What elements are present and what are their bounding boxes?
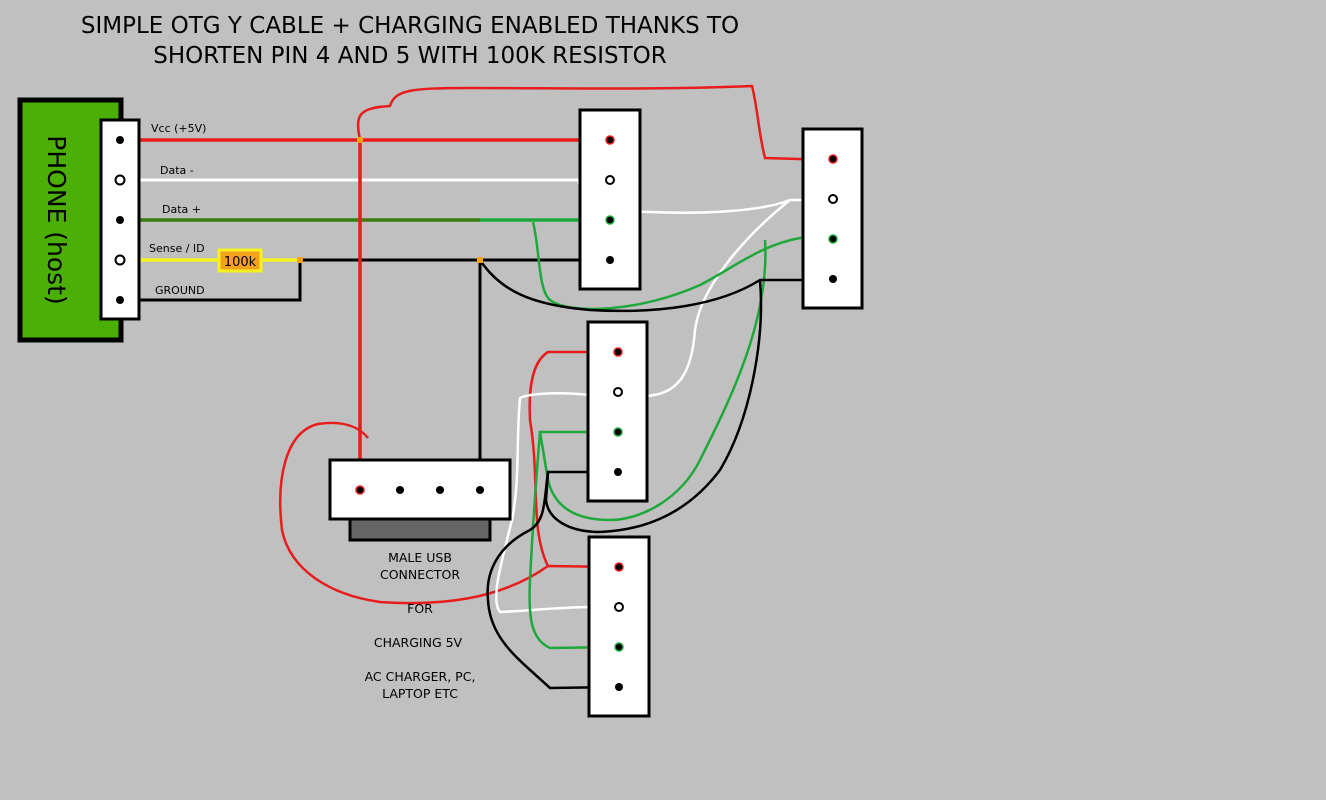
pin-label-data-minus: Data - — [160, 164, 194, 177]
male-usb-pin-2 — [396, 486, 404, 494]
phone-pin-3 — [115, 215, 125, 225]
data-minus-to-fourth-connector — [495, 392, 619, 614]
resistor-junction — [297, 257, 303, 263]
connector-3-pin-1 — [613, 347, 623, 357]
connector-2 — [801, 127, 864, 310]
connector-3-pin-4 — [614, 468, 622, 476]
vcc-to-third-connector — [528, 350, 618, 567]
data-plus-to-third-connector — [538, 239, 767, 522]
ground-to-second-connector — [478, 259, 833, 313]
pin-label-ground: GROUND — [155, 284, 205, 297]
connector-4-pin-2 — [614, 602, 624, 612]
connector-1-pin-2 — [605, 175, 615, 185]
connector-3-pin-2 — [613, 387, 623, 397]
diagram-title-line-2: SHORTEN PIN 4 AND 5 WITH 100K RESISTOR — [153, 43, 667, 69]
phone-label: PHONE (host) — [42, 135, 71, 304]
connector-4-pin-1 — [614, 562, 624, 572]
pin-label-sense: Sense / ID — [149, 242, 205, 255]
usb-label-line-1: MALE USB — [388, 550, 452, 565]
connector-2-pin-2 — [828, 194, 838, 204]
phone-pin-2 — [114, 174, 126, 186]
phone-pin-4 — [114, 254, 126, 266]
connector-1-pin-3 — [605, 215, 615, 225]
connector-3-pin-3 — [613, 427, 623, 437]
connector-3 — [586, 320, 649, 503]
ground-junction — [477, 257, 483, 263]
usb-label-line-6: LAPTOP ETC — [382, 686, 458, 701]
diagram-title-line-1: SIMPLE OTG Y CABLE + CHARGING ENABLED TH… — [81, 13, 739, 39]
data-minus-to-third-connector — [617, 199, 791, 398]
usb-vcc-loop — [279, 421, 619, 605]
connector-2-pin-3 — [828, 234, 838, 244]
usb-label-line-5: AC CHARGER, PC, — [365, 669, 476, 684]
connector-1-pin-4 — [606, 256, 614, 264]
connector-4 — [587, 535, 651, 718]
vcc-junction — [357, 137, 363, 143]
male-usb-pin-4 — [476, 486, 484, 494]
male-usb-pin-3 — [436, 486, 444, 494]
ground-wire — [120, 260, 302, 302]
connector-1-pin-1 — [605, 135, 615, 145]
pin-label-data-plus: Data + — [162, 203, 201, 216]
resistor-100k: 100k — [217, 248, 263, 273]
resistor-body — [217, 248, 263, 273]
phone-pin-5 — [115, 295, 125, 305]
male-usb-pin-1 — [355, 485, 365, 495]
male-usb-connector — [328, 458, 512, 542]
connector-4-pin-3 — [614, 642, 624, 652]
connector-4-pin-4 — [615, 683, 623, 691]
connector-2-pin-1 — [828, 154, 838, 164]
data-plus-to-fourth-connector — [528, 431, 619, 650]
pin-label-vcc: Vcc (+5V) — [151, 122, 206, 135]
phone-pin-1 — [115, 135, 125, 145]
phone-host: PHONE (host) — [17, 97, 141, 343]
data-plus-to-second-connector — [531, 221, 834, 311]
usb-label-line-2: CONNECTOR — [380, 567, 460, 582]
ground-to-fourth-connector — [486, 471, 619, 690]
connector-1 — [578, 108, 642, 291]
male-usb-plug — [348, 517, 492, 542]
usb-label-line-4: CHARGING 5V — [374, 635, 463, 650]
connector-2-pin-4 — [829, 275, 837, 283]
usb-label-line-3: FOR — [407, 601, 433, 616]
ground-to-third-connector — [544, 279, 763, 534]
vcc-to-second-connector — [356, 84, 834, 162]
resistor-label: 100k — [224, 255, 257, 270]
